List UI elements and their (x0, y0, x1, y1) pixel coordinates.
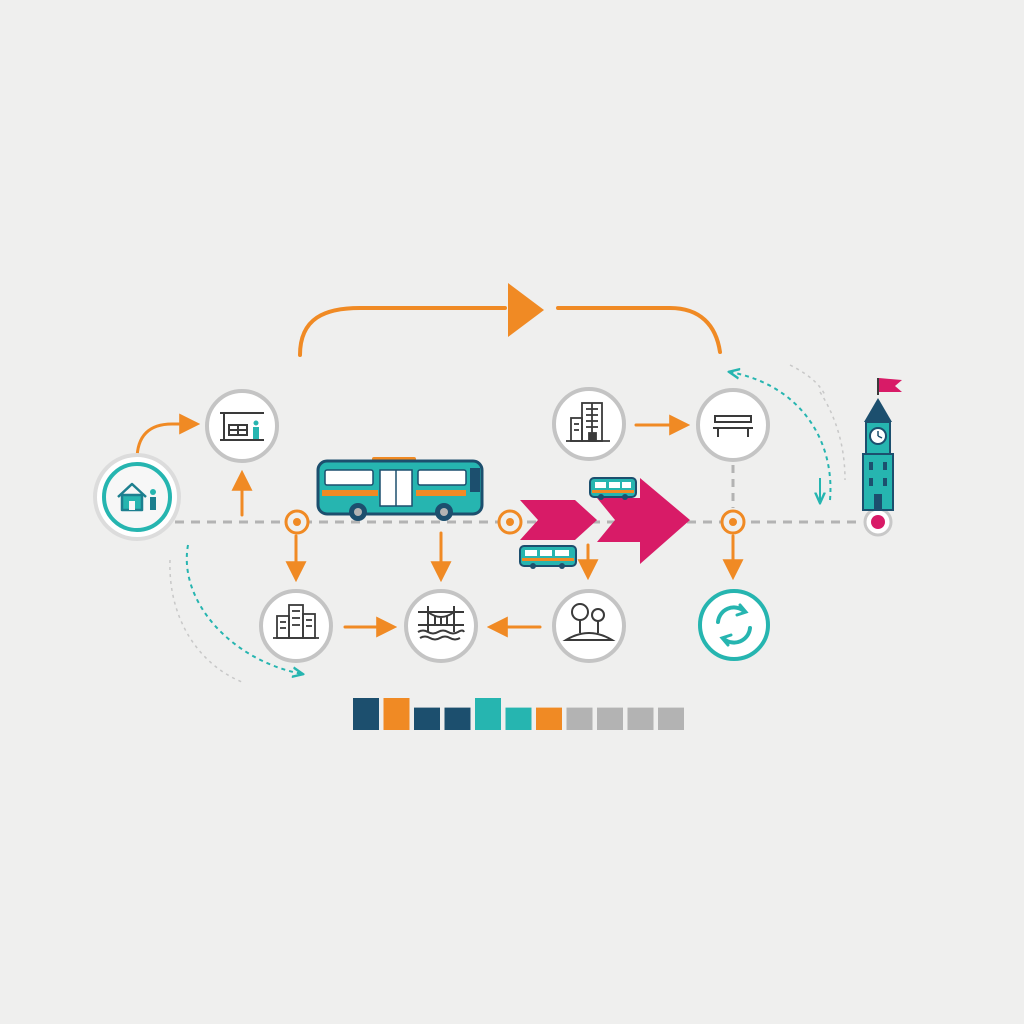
node-office-building[interactable] (552, 387, 626, 461)
node-home[interactable] (93, 453, 181, 541)
legend-swatch (444, 707, 471, 730)
node-cycle[interactable] (698, 589, 770, 661)
city-buildings-icon (273, 604, 319, 639)
node-bus-stop[interactable] (205, 389, 279, 463)
node-bench[interactable] (696, 388, 770, 462)
office-building-icon (566, 402, 610, 442)
legend-swatch (383, 698, 410, 730)
small-bus-top (589, 477, 637, 500)
express-route-arc (298, 283, 722, 357)
legend-swatch (414, 707, 440, 730)
small-bus-icon (589, 477, 637, 500)
park-trees-icon (562, 603, 616, 641)
legend-swatch (353, 698, 379, 730)
express-chevrons (520, 478, 690, 564)
stop-marker-1 (284, 509, 310, 535)
node-park[interactable] (552, 589, 626, 663)
legend-swatch (627, 707, 654, 730)
node-bridge[interactable] (404, 589, 478, 663)
node-clock-tower[interactable] (862, 378, 902, 511)
chevron-arrow-large (597, 478, 690, 564)
legend-swatch (475, 698, 501, 730)
bus-icon (316, 457, 484, 521)
home-icon (117, 482, 156, 512)
chevron-arrow-small (520, 500, 597, 540)
clock-tower-flag-icon (862, 378, 902, 511)
small-bus-bottom (519, 545, 577, 569)
destination-marker (863, 507, 893, 537)
legend-swatch (505, 707, 532, 730)
return-route-arrows (169, 364, 846, 683)
legend-swatch (597, 707, 623, 730)
bench-icon (713, 415, 753, 437)
color-legend (353, 698, 684, 730)
node-city-buildings[interactable] (259, 589, 333, 663)
stop-marker-3 (720, 509, 746, 535)
main-bus (316, 457, 484, 521)
bridge-icon (417, 606, 465, 641)
legend-swatch (536, 707, 562, 730)
legend-swatch (566, 707, 593, 730)
small-bus-icon (519, 545, 577, 569)
teal-arrow-top-right (730, 372, 832, 501)
refresh-cycle-icon (716, 603, 752, 647)
connector-arrows (135, 413, 744, 638)
bus-stop-shelter-icon (220, 412, 264, 441)
arrow-home-to-bus-stop (135, 413, 201, 462)
legend-swatch (658, 707, 684, 730)
teal-arrow-bottom-left (185, 544, 302, 674)
stop-marker-2 (497, 509, 523, 535)
